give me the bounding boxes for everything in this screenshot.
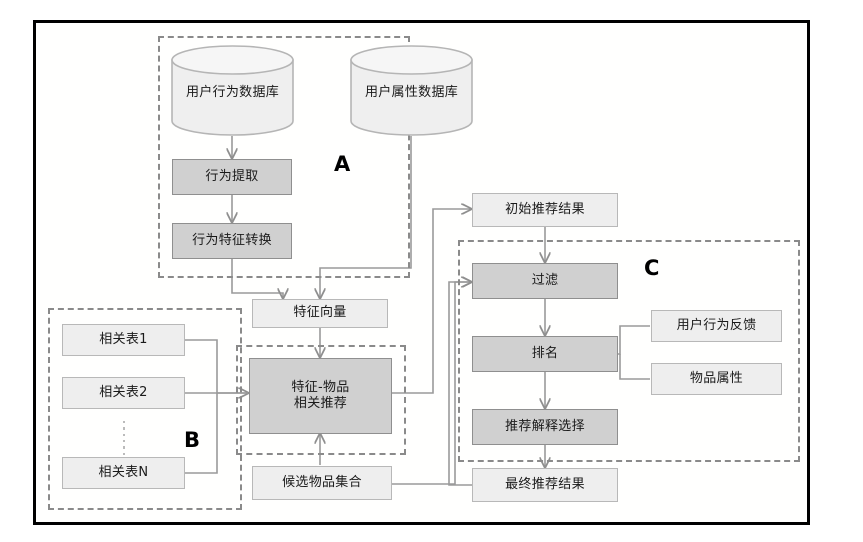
node-relation-table-1-label: 相关表1 (99, 331, 148, 347)
node-behavior-extraction-label: 行为提取 (205, 168, 259, 184)
node-recommend-explanation-select[interactable]: 推荐解释选择 (472, 409, 618, 445)
node-ranking[interactable]: 排名 (472, 336, 618, 372)
group-c-label: C (644, 256, 660, 280)
relation-table-ellipsis-icon (122, 419, 126, 457)
database-user-behavior-label: 用户行为数据库 (185, 85, 280, 100)
node-filter[interactable]: 过滤 (472, 263, 618, 299)
node-relation-table-2[interactable]: 相关表2 (62, 377, 185, 409)
node-filter-label: 过滤 (531, 272, 559, 288)
node-relation-table-2-label: 相关表2 (99, 384, 148, 400)
node-user-behavior-feedback[interactable]: 用户行为反馈 (651, 310, 782, 342)
node-user-behavior-feedback-label: 用户行为反馈 (676, 317, 757, 333)
database-user-attribute-label: 用户属性数据库 (364, 85, 459, 100)
node-feature-vector[interactable]: 特征向量 (252, 299, 388, 328)
node-feature-item-recommend[interactable]: 特征-物品 相关推荐 (249, 358, 392, 434)
node-initial-recommend-result-label: 初始推荐结果 (505, 201, 585, 217)
database-user-attribute[interactable]: 用户属性数据库 (349, 44, 474, 137)
node-initial-recommend-result[interactable]: 初始推荐结果 (472, 193, 618, 227)
group-recommend-core-boundary (236, 345, 406, 455)
group-b-boundary (48, 308, 242, 510)
group-a-label: A (334, 152, 351, 176)
node-candidate-item-set[interactable]: 候选物品集合 (252, 466, 392, 500)
node-final-recommend-result[interactable]: 最终推荐结果 (472, 468, 618, 502)
node-feature-item-recommend-label: 特征-物品 相关推荐 (291, 379, 350, 411)
database-user-behavior[interactable]: 用户行为数据库 (170, 44, 295, 137)
node-feature-vector-label: 特征向量 (293, 305, 347, 321)
node-relation-table-n[interactable]: 相关表N (62, 457, 185, 489)
node-item-attribute-label: 物品属性 (689, 370, 744, 386)
node-behavior-feature-transform[interactable]: 行为特征转换 (172, 223, 292, 259)
node-item-attribute[interactable]: 物品属性 (651, 363, 782, 395)
group-c-boundary (458, 240, 800, 462)
node-behavior-extraction[interactable]: 行为提取 (172, 159, 292, 195)
group-b-label: B (184, 428, 201, 452)
node-recommend-explanation-select-label: 推荐解释选择 (505, 418, 585, 434)
node-behavior-feature-transform-label: 行为特征转换 (192, 232, 272, 248)
node-relation-table-1[interactable]: 相关表1 (62, 324, 185, 356)
node-final-recommend-result-label: 最终推荐结果 (505, 476, 585, 492)
node-relation-table-n-label: 相关表N (98, 464, 149, 480)
group-a-boundary (158, 36, 410, 278)
node-ranking-label: 排名 (531, 345, 559, 361)
node-candidate-item-set-label: 候选物品集合 (282, 474, 362, 490)
